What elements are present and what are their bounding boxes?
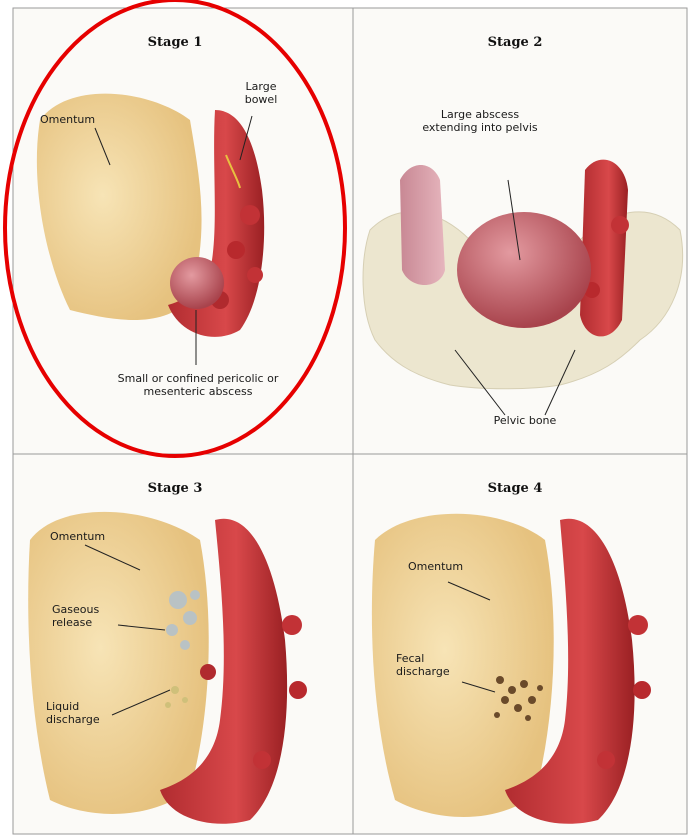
stage2-title: Stage 2 <box>460 35 570 50</box>
stage4-label-omentum: Omentum <box>408 560 488 573</box>
stage3-title: Stage 3 <box>120 481 230 496</box>
stage2-label-large-abscess: Large abscess extending into pelvis <box>420 108 540 134</box>
stage2-descending-colon <box>400 165 445 285</box>
stage2-large-abscess <box>457 212 591 328</box>
stage2-sigmoid-colon <box>580 160 628 337</box>
stage3-label-liquid-discharge: Liquid discharge <box>46 700 112 726</box>
stage2-label-pelvic-bone: Pelvic bone <box>470 414 580 427</box>
stage1-abscess <box>170 257 224 309</box>
stage1-label-large-bowel: Large bowel <box>236 80 286 106</box>
stage1-label-omentum: Omentum <box>40 113 110 126</box>
stage3-label-omentum: Omentum <box>50 530 130 543</box>
stage4-title: Stage 4 <box>460 481 570 496</box>
stage3-omentum <box>28 512 209 814</box>
stage3-label-gaseous-release: Gaseous release <box>52 603 114 629</box>
stage4-label-fecal-discharge: Fecal discharge <box>396 652 460 678</box>
stage3-illustration <box>28 512 307 824</box>
stage1-label-abscess: Small or confined pericolic or mesenteri… <box>108 372 288 398</box>
stage1-title: Stage 1 <box>120 35 230 50</box>
